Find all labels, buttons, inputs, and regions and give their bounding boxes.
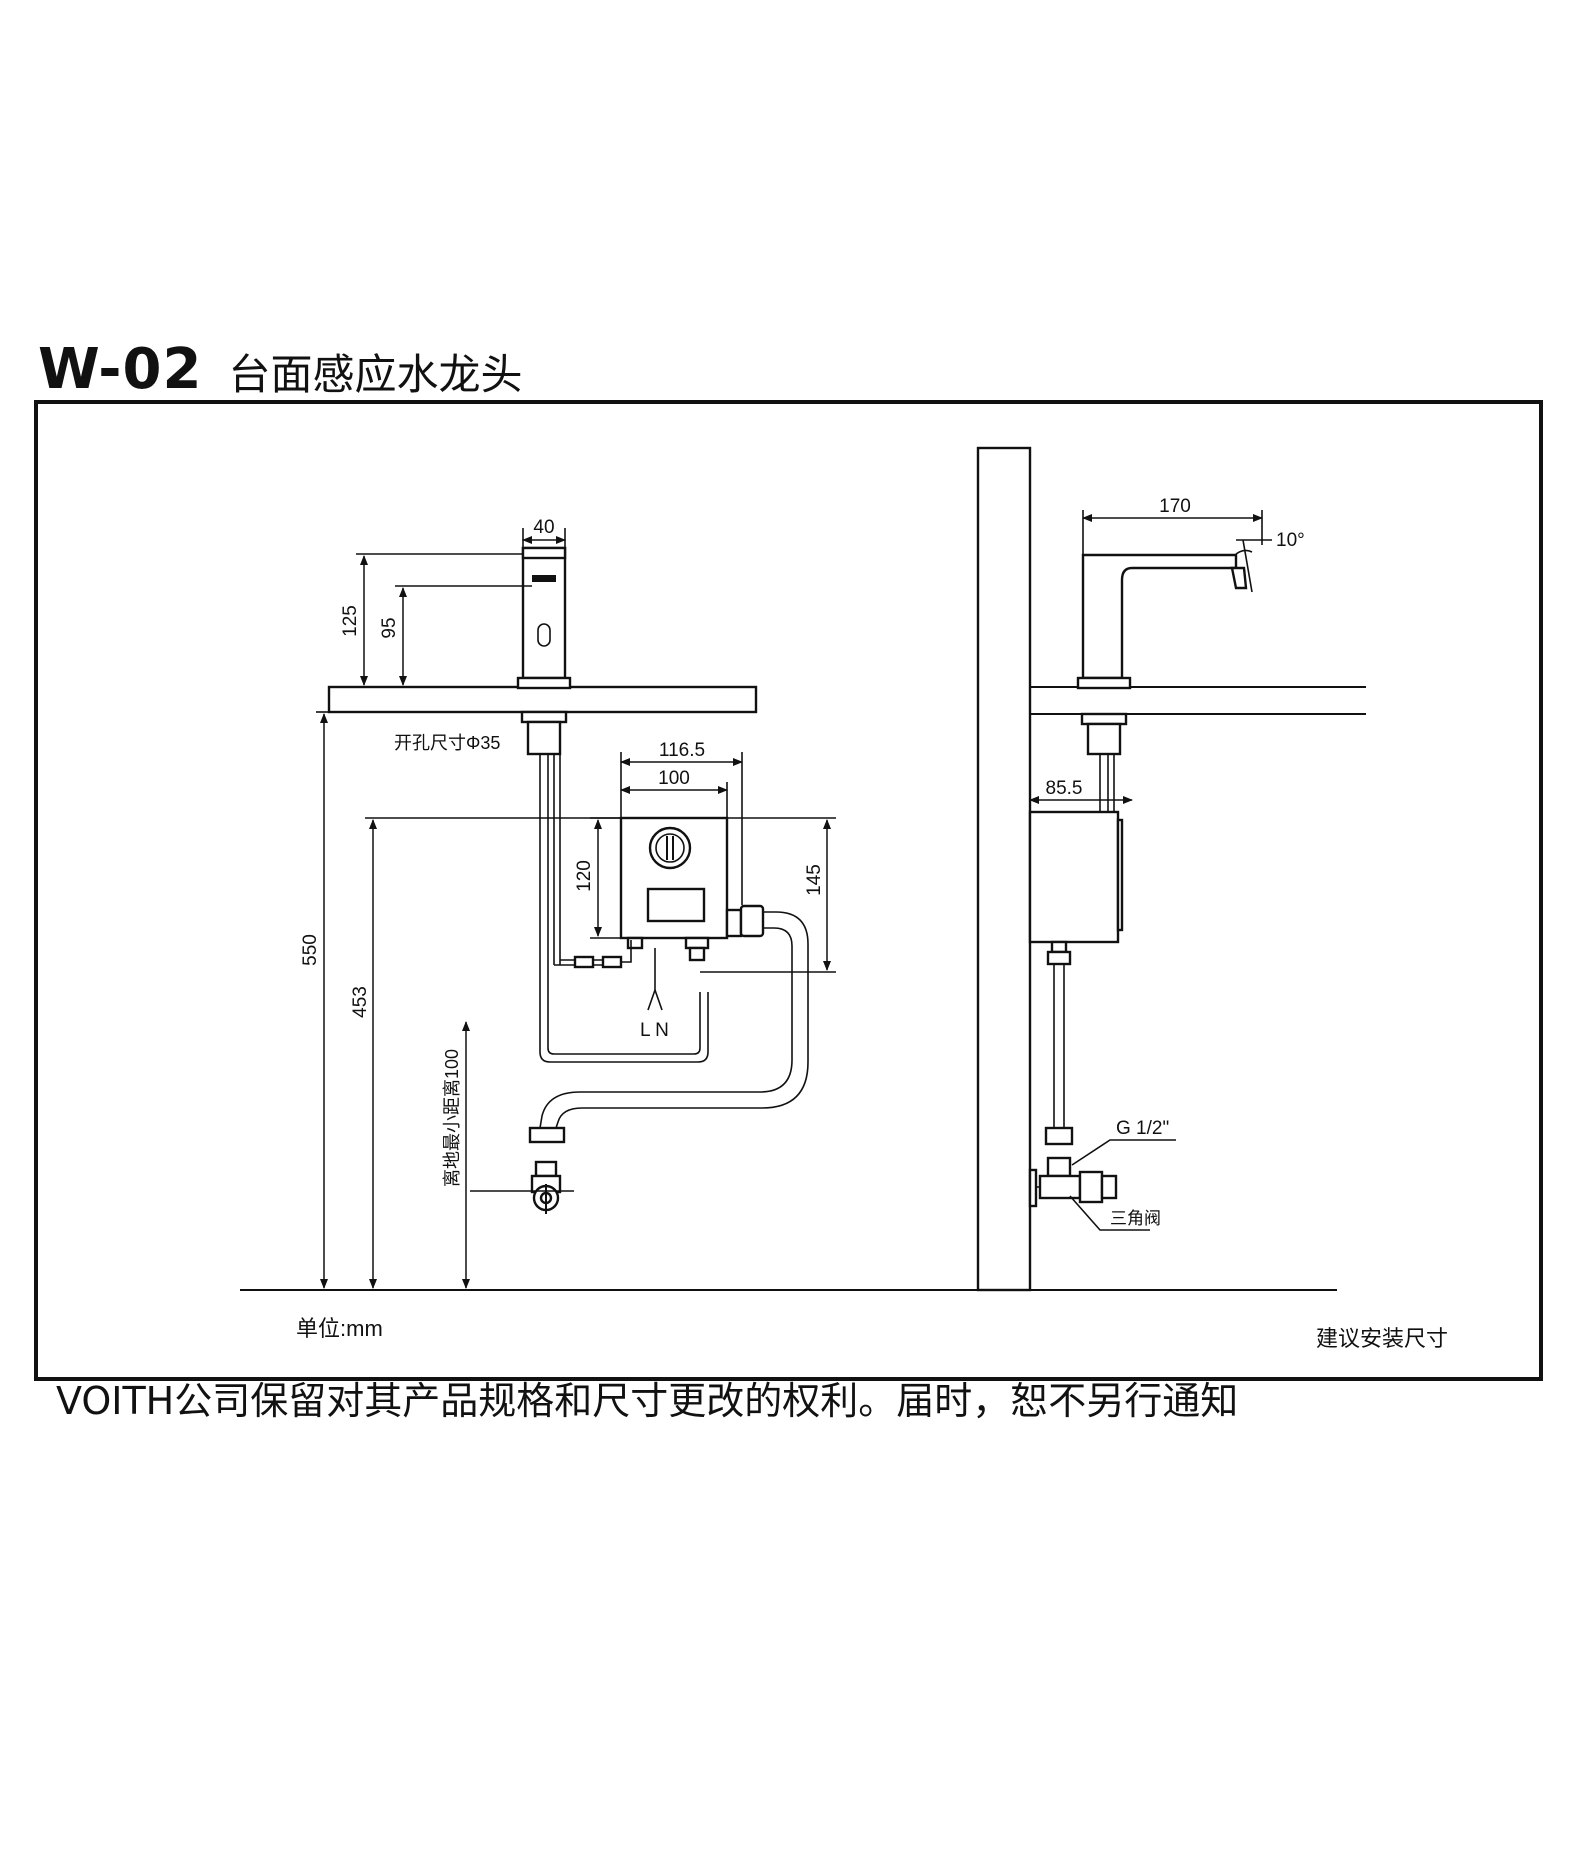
install-label: 建议安装尺寸 bbox=[1316, 1326, 1448, 1351]
model-code: W-02 bbox=[38, 337, 203, 402]
unit-label: 单位:mm bbox=[296, 1316, 383, 1341]
dim-spout-angle: 10° bbox=[1276, 530, 1305, 551]
product-name: 台面感应水龙头 bbox=[228, 350, 523, 399]
wall bbox=[976, 446, 1032, 1292]
outlet-hose bbox=[539, 911, 809, 1129]
faucet-side-profile bbox=[1081, 553, 1238, 680]
angle-valve-front bbox=[470, 1160, 574, 1214]
countertop bbox=[327, 685, 758, 714]
disclaimer: VOITH公司保留对其产品规格和尺寸更改的权利。届时，恕不另行通知 bbox=[56, 1379, 1239, 1423]
dim-box-width-outer: 116.5 bbox=[659, 740, 705, 761]
dim-spout-height-outlet: 95 bbox=[379, 617, 400, 638]
dim-box-height-fitting: 145 bbox=[804, 864, 825, 896]
angle-valve-label: 三角阀 bbox=[1110, 1209, 1161, 1228]
control-box bbox=[619, 816, 765, 962]
title-row: W-02 台面感应水龙头 bbox=[38, 328, 522, 398]
front-view: 40 125 95 开孔尺寸Φ35 116.5 bbox=[240, 517, 1337, 1291]
dim-wall-to-box: 85.5 bbox=[1046, 778, 1083, 799]
min-floor-distance-label: 离地最小距离100 bbox=[442, 1049, 462, 1187]
sensor-cable bbox=[553, 754, 632, 969]
dim-box-width-inner: 100 bbox=[658, 768, 690, 789]
dim-floor-to-counter: 550 bbox=[300, 934, 321, 966]
control-box-side bbox=[1028, 810, 1120, 944]
dim-side-reach: 170 bbox=[1159, 496, 1191, 517]
drawing-frame bbox=[34, 400, 1543, 1381]
supply-hose bbox=[539, 960, 709, 1063]
dim-spout-height-total: 125 bbox=[340, 605, 361, 637]
side-view: 170 10° 85.5 G 1/2" 三角阀 bbox=[976, 446, 1366, 1292]
faucet-body bbox=[516, 546, 572, 960]
dim-spout-width: 40 bbox=[533, 517, 554, 538]
angle-valve-side bbox=[1028, 1156, 1118, 1208]
dim-floor-to-box: 453 bbox=[350, 986, 371, 1018]
hose-nut bbox=[528, 1126, 566, 1144]
power-terminals-label: L N bbox=[640, 1020, 669, 1041]
dim-box-height: 120 bbox=[574, 860, 595, 892]
hole-size-label: 开孔尺寸Φ35 bbox=[394, 733, 500, 753]
thread-size-label: G 1/2" bbox=[1116, 1118, 1169, 1139]
power-leads bbox=[647, 948, 663, 1011]
